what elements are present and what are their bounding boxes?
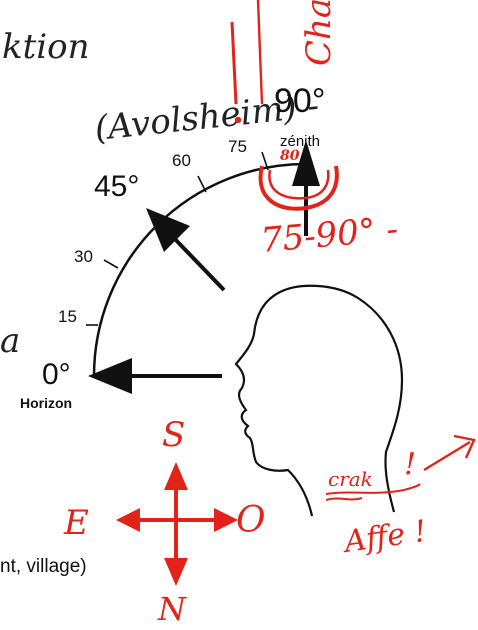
label-60: 60 [172,151,191,170]
red-vertical-word: Cha [299,0,339,66]
label-15: 15 [58,307,77,326]
red-crak-squiggle [325,497,363,501]
arrow-45-degrees [146,208,226,292]
label-90-degrees: 90° [274,82,325,120]
tick-30 [103,259,119,269]
red-crak-note: crak [328,467,373,491]
compass-label-E: E [63,503,89,543]
label-75: 75 [228,137,247,156]
compass-cross [116,462,238,586]
red-vertical-line [256,0,264,105]
compass-label-N: N [157,590,187,628]
tick-75 [261,151,269,171]
caption-fragment: nt, village) [0,556,87,577]
red-exclamation-dot [234,116,242,124]
red-range-note: 75-90° - [259,209,399,261]
label-horizon: Horizon [20,395,72,411]
red-crak-exclamation: ! [404,447,416,482]
label-0-degrees: 0° [42,358,71,391]
red-bracket-mark [258,165,339,211]
red-bracket-inner [268,169,330,200]
handwritten-left-fragment: a [0,321,20,361]
compass-label-O: O [236,500,266,541]
red-exclamation-stroke [230,21,238,105]
head-profile [234,284,404,517]
red-crak-underline [325,483,421,495]
label-45-degrees: 45° [94,170,139,203]
tick-60 [197,175,207,193]
red-affe-note: Affe ! [339,514,428,561]
handwritten-top-left-fragment: ktion [2,27,90,67]
compass-label-S: S [162,415,185,455]
label-30: 30 [74,247,93,266]
label-zenith: zénith [280,133,320,150]
arrow-horizon [88,358,222,394]
red-pointer-arrow [423,434,476,472]
red-small-mark: 80 [280,148,300,164]
